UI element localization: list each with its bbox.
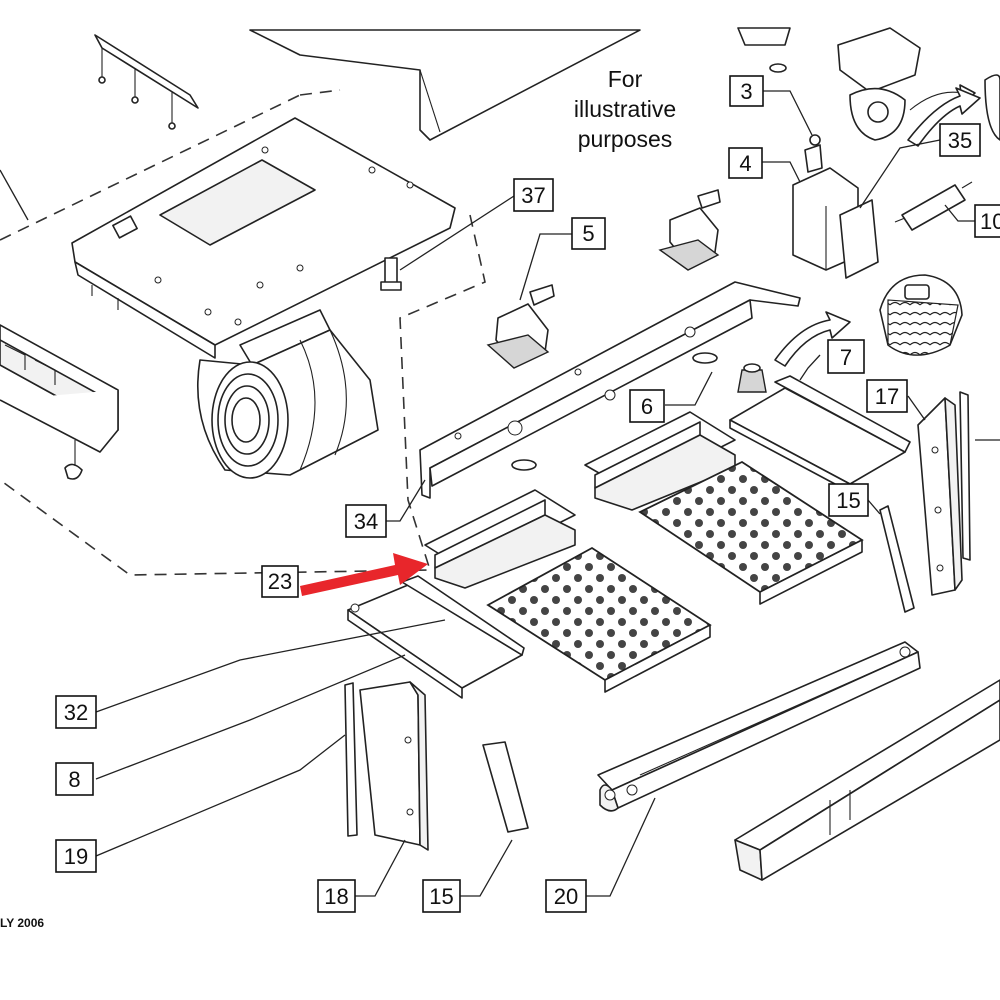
- note-line-1: For: [607, 66, 643, 92]
- grease-tray-upper: [584, 411, 736, 511]
- callout-label: 15: [429, 884, 453, 909]
- callout-19[interactable]: 19: [55, 839, 97, 873]
- callout-label: 34: [354, 509, 378, 534]
- callout-20[interactable]: 20: [545, 879, 587, 913]
- highlight-arrow: [300, 553, 428, 596]
- callout-8[interactable]: 8: [55, 762, 94, 796]
- callout-10[interactable]: 10: [974, 204, 1000, 238]
- callout-label: 32: [64, 700, 88, 725]
- callout-6[interactable]: 6: [629, 389, 665, 423]
- callout-15-upper[interactable]: 15: [828, 483, 869, 517]
- light-tray-part-7: [729, 375, 911, 493]
- note-line-3: purposes: [577, 126, 673, 152]
- blower-plate: [71, 117, 456, 359]
- bolt-part-37: [380, 257, 402, 291]
- callout-23[interactable]: 23: [261, 565, 299, 598]
- capacitor-part-10: [894, 181, 973, 231]
- rail-part-34: [419, 281, 801, 499]
- callout-label: 8: [68, 767, 80, 792]
- copyright-stamp: LY 2006: [0, 916, 45, 930]
- end-panel-part-18: [359, 681, 429, 851]
- channel-bottom-right: [734, 679, 1000, 881]
- callout-label: 5: [582, 221, 594, 246]
- junction-box-part-4: [792, 144, 879, 279]
- light-tray-part-32: [347, 575, 525, 699]
- callout-label: 10: [980, 209, 1000, 234]
- channel-part-20: [597, 641, 921, 812]
- callout-18[interactable]: 18: [317, 879, 356, 913]
- callout-35[interactable]: 35: [939, 123, 981, 157]
- transformer-upper: [658, 189, 721, 271]
- callout-label: 23: [268, 569, 292, 594]
- callout-label: 15: [836, 488, 860, 513]
- callout-label: 18: [324, 884, 348, 909]
- callout-label: 4: [739, 151, 751, 176]
- callout-5[interactable]: 5: [571, 217, 606, 250]
- illustrative-purposes-note: For illustrative purposes: [560, 64, 690, 154]
- callout-32[interactable]: 32: [55, 695, 97, 729]
- direction-arrow-upper: [907, 87, 981, 147]
- transformer-part-5: [486, 284, 555, 369]
- direction-arrow-lower: [774, 311, 851, 367]
- leader-lines: [0, 90, 1000, 897]
- washer-top: [769, 63, 787, 73]
- callout-label: 37: [521, 183, 545, 208]
- callout-label: 6: [641, 394, 653, 419]
- callout-label: 17: [875, 384, 899, 409]
- callout-label: 7: [840, 345, 852, 370]
- callout-34[interactable]: 34: [345, 504, 387, 538]
- halogen-lamp: [879, 274, 963, 356]
- switch-assembly: [737, 27, 1000, 141]
- washer-part-3: [809, 134, 821, 146]
- blower-motor: [197, 309, 379, 479]
- callout-label: 3: [740, 79, 752, 104]
- callout-3[interactable]: 3: [729, 75, 764, 107]
- callout-37[interactable]: 37: [513, 178, 554, 212]
- callout-label: 20: [554, 884, 578, 909]
- strip-part-15-upper: [879, 505, 915, 613]
- note-line-2: illustrative: [573, 96, 677, 122]
- dashed-enclosure-outline: [0, 89, 486, 576]
- strip-part-15-lower: [482, 741, 529, 833]
- callout-label: 35: [948, 128, 972, 153]
- callout-17[interactable]: 17: [866, 379, 908, 413]
- callout-15-lower[interactable]: 15: [422, 879, 461, 913]
- mounting-bracket: [94, 34, 199, 130]
- strip-part-19: [344, 682, 358, 837]
- callout-7[interactable]: 7: [827, 339, 865, 374]
- hood-canopy: [249, 29, 641, 141]
- callout-label: 19: [64, 844, 88, 869]
- grease-filter-lower: [486, 546, 712, 682]
- lamp-socket: [737, 363, 767, 393]
- grease-tray-part-23: [424, 489, 576, 589]
- control-module: [0, 324, 119, 480]
- callout-4[interactable]: 4: [728, 147, 763, 179]
- side-bracket-part-17: [917, 391, 971, 596]
